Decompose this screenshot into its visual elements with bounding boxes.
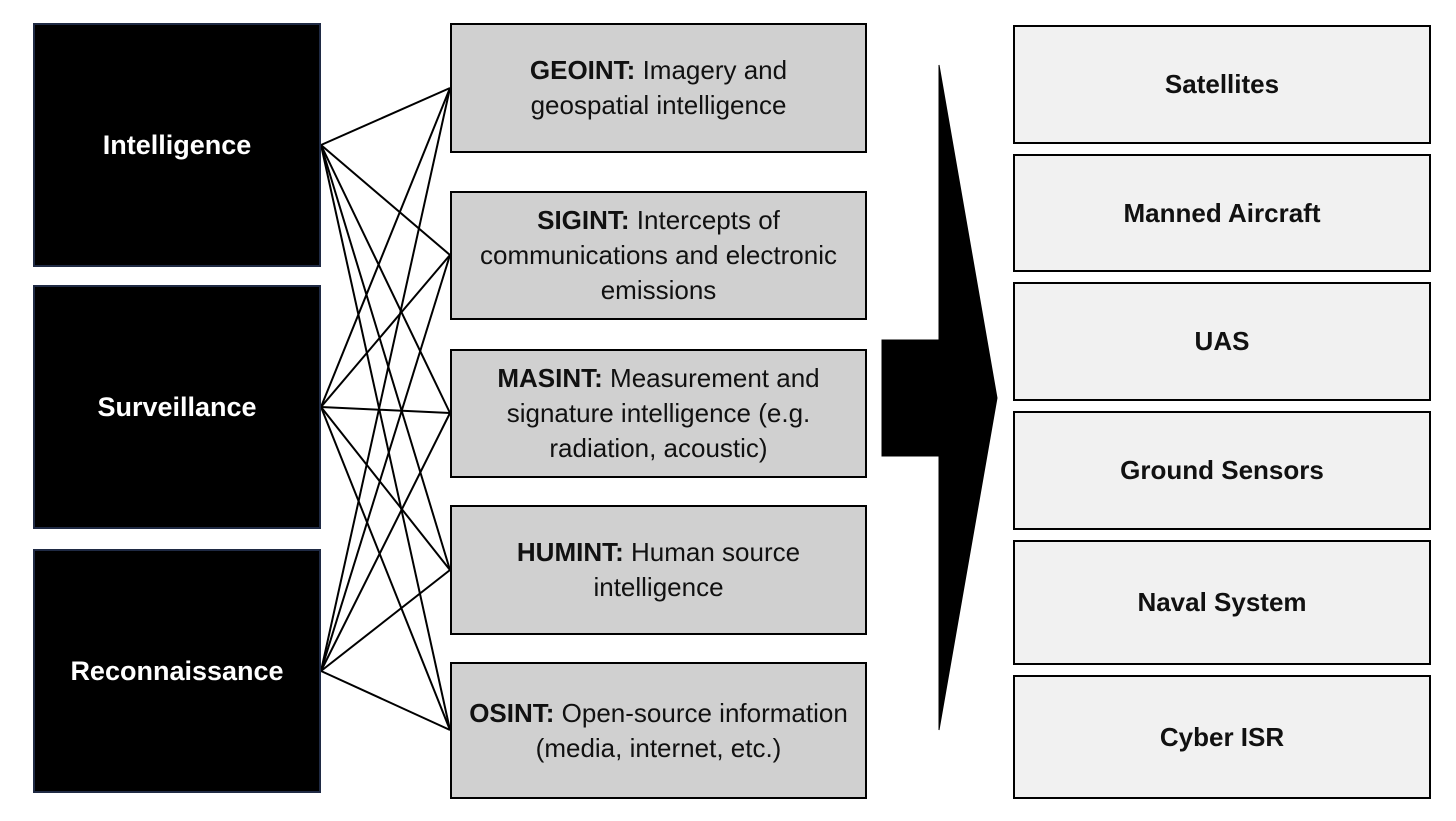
discipline-desc: Measurement and signature intelligence (… [506,363,820,463]
connector-line [320,87,451,672]
discipline-desc: Intercepts of communications and electro… [480,205,837,305]
discipline-sigint: SIGINT: Intercepts of communications and… [450,191,867,320]
category-label: Surveillance [97,391,257,422]
platform-label: Cyber ISR [1159,721,1285,752]
connector-line [320,670,451,731]
connector-line [320,144,451,571]
discipline-desc: Imagery and geospatial intelligence [530,55,788,120]
category-surveillance: Surveillance [33,285,321,529]
discipline-text: GEOINT: Imagery and geospatial intellige… [468,53,849,123]
discipline-text: HUMINT: Human source intelligence [468,535,849,605]
discipline-text: SIGINT: Intercepts of communications and… [468,203,849,308]
platform-uas: UAS [1013,282,1431,401]
connector-line [320,87,451,146]
discipline-humint: HUMINT: Human source intelligence [450,505,867,635]
connector-line [320,254,451,408]
platform-cyber-isr: Cyber ISR [1013,675,1431,799]
connector-line [320,406,451,571]
category-label: Intelligence [102,129,252,160]
platform-label: Naval System [1137,587,1307,617]
platform-naval-system: Naval System [1013,540,1431,665]
platform-label: UAS [1194,326,1250,356]
platform-ground-sensors: Ground Sensors [1013,411,1431,530]
platform-label: Ground Sensors [1120,455,1324,485]
discipline-abbr: MASINT: [497,363,603,393]
discipline-masint: MASINT: Measurement and signature intell… [450,349,867,478]
discipline-geoint: GEOINT: Imagery and geospatial intellige… [450,23,867,153]
category-label: Reconnaissance [70,655,284,686]
connector-line [320,412,451,672]
discipline-abbr: OSINT: [469,697,555,728]
connector-line [320,406,451,414]
platform-manned-aircraft: Manned Aircraft [1013,154,1431,272]
discipline-abbr: GEOINT: [529,55,636,85]
discipline-osint: OSINT: Open-source information (media, i… [450,662,867,799]
discipline-text: OSINT: Open-source information (media, i… [468,696,849,766]
platform-label: Satellites [1164,69,1280,99]
discipline-abbr: HUMINT: [516,537,624,567]
discipline-desc: Human source intelligence [593,537,801,602]
connector-line [320,406,451,731]
connector-line [320,144,451,731]
connector-line [320,144,451,256]
platform-label: Manned Aircraft [1123,197,1321,228]
connector-line [320,87,451,408]
connector-line [320,144,451,414]
discipline-desc: Open-source information (media, internet… [535,697,848,763]
discipline-abbr: SIGINT: [537,205,630,235]
connector-line [320,254,451,672]
flow-arrow [881,64,998,731]
category-reconnaissance: Reconnaissance [33,549,321,793]
connector-line [320,569,451,672]
category-intelligence: Intelligence [33,23,321,267]
discipline-text: MASINT: Measurement and signature intell… [468,361,849,466]
connector-lines [320,87,451,731]
platform-satellites: Satellites [1013,25,1431,144]
